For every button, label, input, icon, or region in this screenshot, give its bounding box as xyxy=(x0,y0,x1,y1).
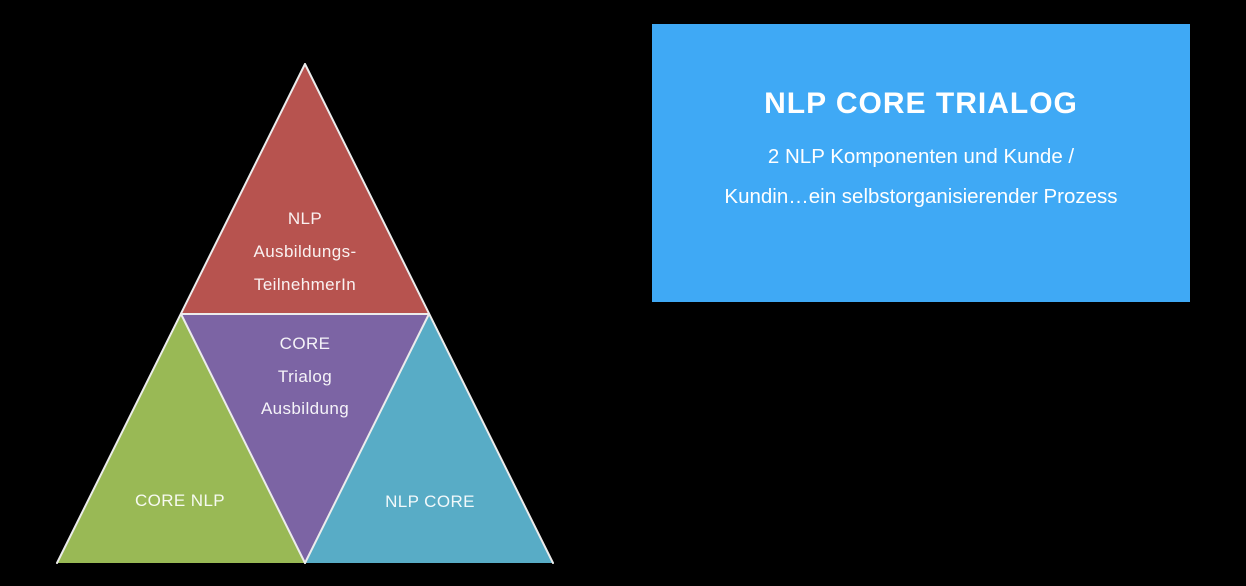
pyramid-center-left-edge xyxy=(180,313,306,564)
pyramid-section-top xyxy=(181,64,429,314)
pyramid-section-center xyxy=(181,314,429,563)
center-section-label-line1: CORE xyxy=(280,334,331,353)
info-panel-subtitle: 2 NLP Komponenten und Kunde / Kundin…ein… xyxy=(652,137,1190,217)
center-section-label-line3: Ausbildung xyxy=(261,399,349,418)
top-section-label-line2: Ausbildungs- xyxy=(253,242,356,261)
info-panel: NLP CORE TRIALOG 2 NLP Komponenten und K… xyxy=(652,24,1190,302)
pyramid-section-bottom-right xyxy=(305,314,553,563)
top-section-label-line3: TeilnehmerIn xyxy=(254,275,356,294)
info-panel-title: NLP CORE TRIALOG xyxy=(764,87,1078,120)
pyramid-center-right-edge xyxy=(304,313,430,564)
info-panel-subtitle-line1: 2 NLP Komponenten und Kunde / xyxy=(767,145,1075,168)
top-section-label-line1: NLP xyxy=(288,209,322,228)
info-panel-subtitle-line2: Kundin…ein selbstorganisierender Prozess xyxy=(724,185,1118,208)
pyramid-section-bottom-left xyxy=(57,314,305,563)
bottom-right-section-label: NLP CORE xyxy=(385,492,475,511)
center-section-label-line2: Trialog xyxy=(278,367,332,386)
bottom-left-section-label: CORE NLP xyxy=(135,491,225,510)
pyramid-diagram: NLP Ausbildungs- TeilnehmerIn CORE Trial… xyxy=(56,63,554,564)
